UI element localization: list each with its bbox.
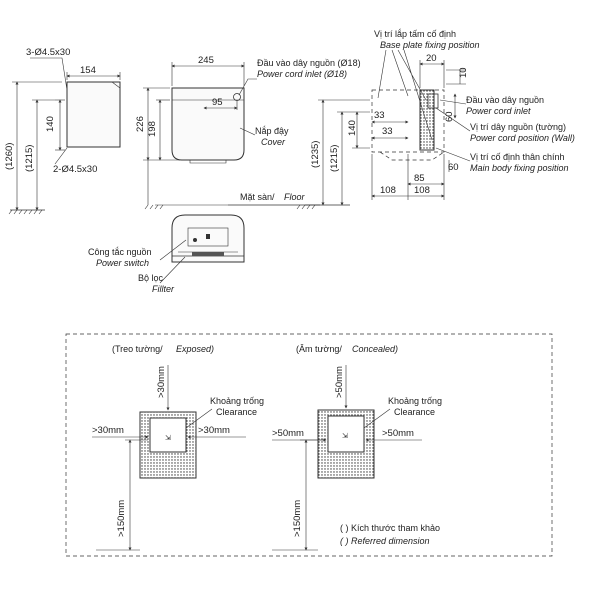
label-cover-vi: Nắp đậy <box>255 126 289 136</box>
rear-outline <box>371 89 445 153</box>
dim-1215-rear: (1215) <box>329 145 340 172</box>
exposed-arrow-icon: ⇲ <box>165 434 171 442</box>
concealed-arrow-icon: ⇲ <box>342 432 348 440</box>
base-plate <box>419 89 435 151</box>
installation-panel: (Treo tường/ Exposed) ⇲ >30mm >30mm >30m… <box>65 333 553 557</box>
dim-1260: (1260) <box>4 143 15 170</box>
label-switch-en: Power switch <box>96 258 149 268</box>
dim-10: 10 <box>458 67 469 78</box>
dim-154: 154 <box>80 65 96 76</box>
dim-140-rear: 140 <box>347 120 358 136</box>
label-inlet2-en: Power cord inlet <box>466 106 531 116</box>
dim-108-left: 108 <box>380 185 396 196</box>
concealed-clear-vi: Khoảng trống <box>388 396 442 406</box>
concealed-top-clear: >50mm <box>334 366 345 398</box>
concealed-title-en: Concealed) <box>352 344 398 354</box>
dim-1235: (1235) <box>310 141 321 168</box>
exposed-unit <box>149 417 187 453</box>
side-body <box>66 81 121 148</box>
dim-33-top: 33 <box>374 110 385 121</box>
exposed-bottom-clear: >150mm <box>116 500 127 537</box>
rear-view: 20 10 60 33 33 60 108 108 85 (1235) (121… <box>305 29 575 206</box>
label-power-inlet-en: Power cord inlet (Ø18) <box>257 69 347 79</box>
exposed-left-clear: >30mm <box>92 425 124 436</box>
exposed-title-en: Exposed) <box>176 344 214 354</box>
dim-3-holes: 3-Ø4.5x30 <box>26 47 70 58</box>
concealed-title-vi: (Âm tường/ <box>296 344 342 354</box>
label-switch-vi: Công tắc nguồn <box>88 247 152 257</box>
dim-2-holes: 2-Ø4.5x30 <box>53 164 97 175</box>
exposed-top-clear: >30mm <box>156 366 167 398</box>
concealed-clear-en: Clearance <box>394 407 435 417</box>
dim-20: 20 <box>426 53 437 64</box>
front-view: 245 95 226 198 Đầu vào dây nguồn (Ø18) P… <box>135 55 361 210</box>
label-power-inlet-vi: Đầu vào dây nguồn (Ø18) <box>257 58 361 68</box>
dim-1215-side: (1215) <box>24 145 35 172</box>
exposed-right-clear: >30mm <box>198 425 230 436</box>
note-referred-vi: ( ) Kích thước tham khảo <box>340 523 440 533</box>
dim-33-bottom: 33 <box>382 126 393 137</box>
dim-198: 198 <box>147 121 158 137</box>
bottom-view: Công tắc nguồn Power switch Bộ lọc Fillt… <box>88 214 245 294</box>
dim-226: 226 <box>135 116 146 132</box>
front-body <box>171 87 245 161</box>
exposed-title-vi: (Treo tường/ <box>112 344 163 354</box>
power-switch-icon <box>193 238 197 242</box>
label-cover-en: Cover <box>261 137 286 147</box>
concealed-right-clear: >50mm <box>382 428 414 439</box>
label-inlet2-vi: Đầu vào dây nguồn <box>466 95 544 105</box>
inlet-box <box>427 93 439 109</box>
dim-95: 95 <box>212 97 223 108</box>
concealed-left-clear: >50mm <box>272 428 304 439</box>
label-filter-vi: Bộ lọc <box>138 273 164 283</box>
label-plate-en: Base plate fixing position <box>380 40 480 50</box>
concealed-unit <box>327 415 365 453</box>
dim-245: 245 <box>198 55 214 66</box>
label-filter-en: Fillter <box>152 284 175 294</box>
label-floor-vi: Mặt sàn/ <box>240 192 275 202</box>
label-cordpos-vi: Vị trí dây nguồn (tường) <box>470 122 566 132</box>
dim-140-side: 140 <box>45 116 56 132</box>
label-plate-vi: Vị trí lắp tấm cố định <box>374 29 456 39</box>
concealed-bottom-clear: >150mm <box>292 500 303 537</box>
dim-108-right: 108 <box>414 185 430 196</box>
side-view: 154 3-Ø4.5x30 140 (1260) (1215) 2-Ø4.5x3… <box>4 47 121 215</box>
exposed-clear-en: Clearance <box>216 407 257 417</box>
bottom-panel <box>187 227 229 247</box>
exposed-clear-vi: Khoảng trống <box>210 396 264 406</box>
dim-60-top: 60 <box>444 111 455 122</box>
label-floor-en: Floor <box>284 192 306 202</box>
installation-frame <box>65 333 553 557</box>
dim-60-bottom: 60 <box>448 162 459 173</box>
label-mainfix-vi: Vị trí cố định thân chính <box>470 152 565 162</box>
note-referred-en: ( ) Referred dimension <box>340 536 430 546</box>
label-cordpos-en: Power cord position (Wall) <box>470 133 575 143</box>
label-mainfix-en: Main body fixing position <box>470 163 569 173</box>
dim-85: 85 <box>414 173 425 184</box>
